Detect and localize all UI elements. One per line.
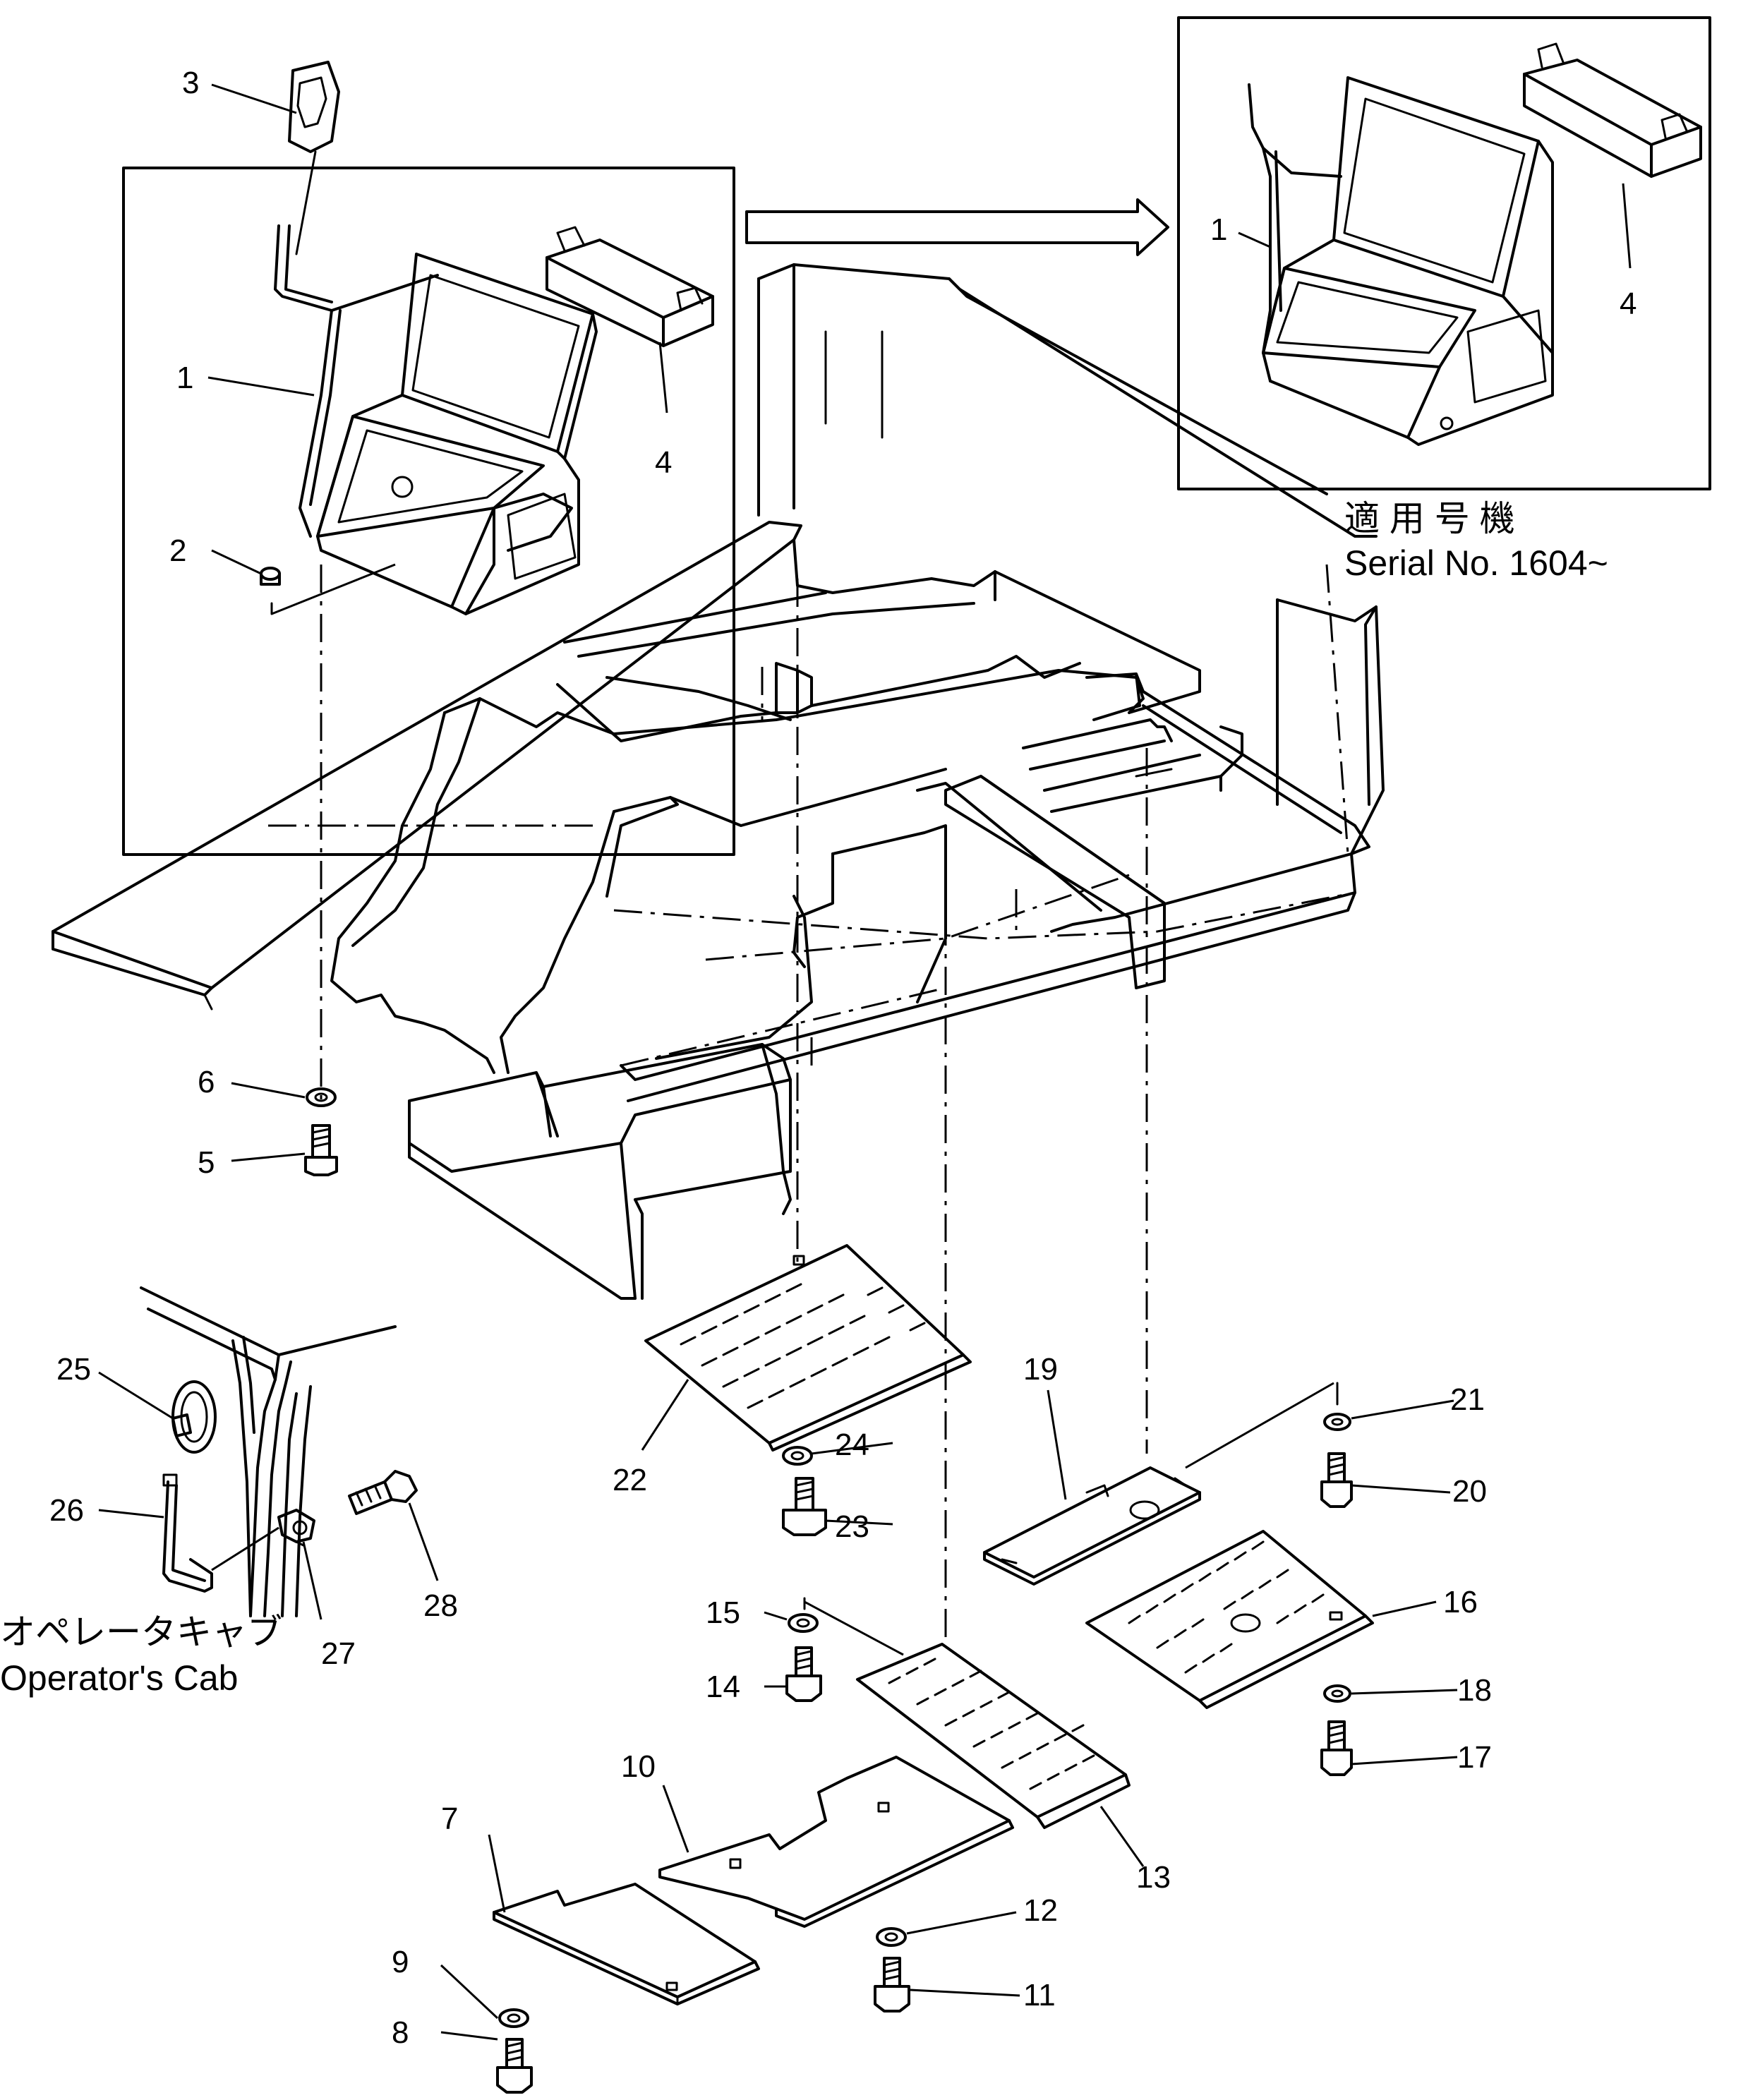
cover-part-10 — [658, 1756, 1014, 1928]
callout-10: 10 — [621, 1749, 656, 1784]
bolt-part-20 — [1320, 1452, 1353, 1508]
clip-part-27 — [277, 1509, 315, 1547]
tool-box-right — [1523, 42, 1702, 178]
bolt-part-11 — [874, 1957, 910, 2012]
callout-13: 13 — [1136, 1860, 1171, 1895]
callout-1-right: 1 — [1210, 212, 1227, 247]
callout-11: 11 — [1023, 1978, 1056, 2012]
cover-part-13 — [856, 1643, 1131, 1829]
callout-3: 3 — [182, 66, 199, 100]
callout-20: 20 — [1452, 1474, 1487, 1509]
callout-7: 7 — [441, 1802, 458, 1836]
handle-part-25 — [171, 1380, 217, 1454]
main-frame — [52, 263, 1385, 1300]
assembly-centerlines — [268, 564, 1356, 1644]
callout-9: 9 — [392, 1945, 409, 1979]
tool-box-left — [546, 226, 714, 347]
cover-part-7 — [493, 1883, 760, 2005]
bolt-part-28 — [348, 1470, 418, 1515]
operator-cab-detail — [140, 1286, 397, 1617]
callout-19: 19 — [1023, 1352, 1058, 1387]
callout-15: 15 — [706, 1595, 740, 1630]
callout-18: 18 — [1457, 1673, 1492, 1708]
callout-numbers: 3 1 2 4 1 4 6 5 25 26 27 28 22 24 23 19 … — [49, 66, 1637, 2050]
arrow-right-icon — [745, 198, 1169, 256]
callout-23: 23 — [835, 1509, 869, 1544]
washer-part-12 — [876, 1927, 907, 1947]
washer-part-18 — [1323, 1684, 1351, 1703]
washer-part-21 — [1323, 1382, 1351, 1431]
washer-part-6 — [306, 1087, 337, 1107]
seat-assembly-left — [274, 224, 598, 615]
bolt-part-23 — [782, 1477, 827, 1536]
bolt-part-14 — [785, 1646, 822, 1702]
callout-4-right: 4 — [1620, 286, 1637, 321]
cap-part-2 — [260, 563, 396, 615]
serial-note-japanese: 適 用 号 機 — [1344, 499, 1515, 538]
rod-part-26 — [162, 1473, 213, 1593]
knob-part-3 — [288, 61, 340, 255]
callout-8: 8 — [392, 2015, 409, 2050]
callout-12: 12 — [1023, 1893, 1058, 1928]
callout-25: 25 — [56, 1352, 91, 1387]
washer-part-24 — [782, 1446, 813, 1466]
cover-part-22 — [644, 1244, 972, 1452]
cover-part-16 — [1085, 1530, 1374, 1709]
seat-assembly-right — [1248, 76, 1554, 446]
callout-5: 5 — [198, 1145, 215, 1180]
leader-lines — [98, 83, 1632, 2041]
washer-part-9 — [498, 2008, 529, 2028]
bolt-part-17 — [1320, 1720, 1353, 1776]
callout-17: 17 — [1457, 1740, 1492, 1775]
callout-14: 14 — [706, 1670, 740, 1704]
callout-21: 21 — [1450, 1382, 1485, 1417]
cab-note-english: Operator's Cab — [0, 1658, 238, 1698]
callout-22: 22 — [613, 1463, 647, 1497]
bolt-part-5 — [304, 1124, 338, 1176]
plate-part-19 — [983, 1466, 1201, 1586]
callout-6: 6 — [198, 1065, 215, 1099]
callout-26: 26 — [49, 1493, 84, 1528]
callout-1-left: 1 — [176, 361, 193, 395]
inset-frame-right — [1177, 16, 1711, 490]
bolt-part-8 — [496, 2038, 533, 2094]
callout-24: 24 — [835, 1428, 869, 1462]
callout-2: 2 — [169, 533, 186, 568]
callout-27: 27 — [321, 1636, 356, 1671]
serial-note-english: Serial No. 1604~ — [1344, 543, 1608, 583]
cab-note-japanese: オペレータキャブ — [0, 1612, 282, 1652]
inset-frame-left — [122, 167, 735, 856]
callout-16: 16 — [1443, 1585, 1478, 1619]
callout-4-left: 4 — [655, 445, 672, 480]
callout-28: 28 — [423, 1588, 458, 1623]
washer-part-15 — [788, 1597, 819, 1633]
